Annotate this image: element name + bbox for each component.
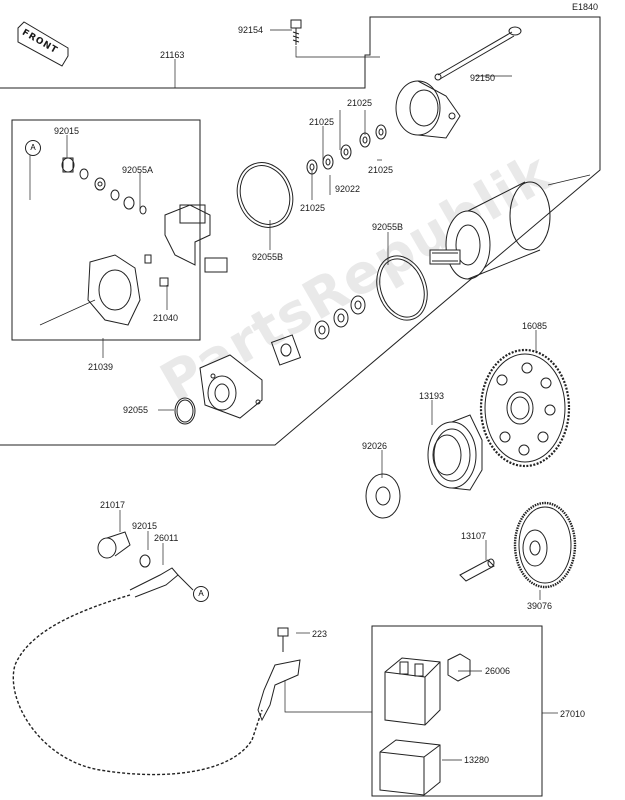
bolt-223 xyxy=(277,627,289,652)
part-label-21025-b[interactable]: 21025 xyxy=(309,117,335,127)
part-label-26006[interactable]: 26006 xyxy=(485,666,511,676)
brush-holder xyxy=(61,157,228,326)
battery-cable xyxy=(12,594,263,776)
clutch-13193 xyxy=(427,414,483,491)
relay-box-27010 xyxy=(371,625,543,797)
motor-yoke xyxy=(429,181,551,280)
ref-marker-a-bottom: A xyxy=(193,586,209,602)
gear-39076 xyxy=(513,501,577,589)
part-label-21163[interactable]: 21163 xyxy=(160,50,185,60)
o-ring-92055b-right xyxy=(376,255,428,321)
part-label-92022[interactable]: 92022 xyxy=(335,184,361,194)
part-label-92154[interactable]: 92154 xyxy=(238,25,264,35)
part-label-21040[interactable]: 21040 xyxy=(153,313,179,323)
brush-subbox-21039 xyxy=(11,119,201,341)
assembly-frame-21163 xyxy=(0,16,601,446)
part-label-21025-c[interactable]: 21025 xyxy=(368,165,394,175)
o-ring-92055 xyxy=(174,397,196,425)
relay-cover-13280 xyxy=(379,739,441,796)
through-bolt-92150 xyxy=(434,26,522,81)
part-label-13107[interactable]: 13107 xyxy=(461,531,487,541)
part-label-27010[interactable]: 27010 xyxy=(560,709,586,719)
lead-wire-parts xyxy=(97,531,194,598)
part-label-39076[interactable]: 39076 xyxy=(527,601,553,611)
part-label-13280[interactable]: 13280 xyxy=(464,755,490,765)
part-label-92055b-right[interactable]: 92055B xyxy=(372,222,404,232)
part-label-92026[interactable]: 92026 xyxy=(362,441,388,451)
part-label-92055[interactable]: 92055 xyxy=(123,405,149,415)
plate-washer xyxy=(270,334,302,366)
part-label-92055a[interactable]: 92055A xyxy=(122,165,154,175)
front-direction-icon: FRONT xyxy=(16,20,74,70)
part-label-13193[interactable]: 13193 xyxy=(419,391,445,401)
pin-13107 xyxy=(459,558,495,582)
part-label-21039[interactable]: 21039 xyxy=(88,362,114,372)
diagram-code: E1840 xyxy=(572,2,599,12)
part-label-21017[interactable]: 21017 xyxy=(100,500,126,510)
o-ring-92055b-left xyxy=(236,162,294,228)
part-label-16085[interactable]: 16085 xyxy=(522,321,548,331)
gear-16085 xyxy=(479,348,571,468)
part-label-21025-d[interactable]: 21025 xyxy=(300,203,326,213)
part-label-223[interactable]: 223 xyxy=(312,629,328,639)
washer-stack-center xyxy=(314,295,366,340)
fuse-26006 xyxy=(447,653,471,682)
bolt-92154 xyxy=(290,19,302,45)
rear-cover xyxy=(395,80,461,139)
ref-marker-a-top: A xyxy=(25,140,41,156)
starter-relay xyxy=(384,657,441,726)
part-label-92055b-left[interactable]: 92055B xyxy=(252,252,284,262)
front-cover xyxy=(199,354,263,419)
washer-92026 xyxy=(365,473,401,519)
terminal-bracket xyxy=(257,659,301,722)
part-label-26011[interactable]: 26011 xyxy=(154,533,179,543)
part-label-92015-b[interactable]: 92015 xyxy=(132,521,158,531)
part-label-92150[interactable]: 92150 xyxy=(470,73,496,83)
part-label-92015-a[interactable]: 92015 xyxy=(54,126,80,136)
part-label-21025-a[interactable]: 21025 xyxy=(347,98,373,108)
washer-stack-top xyxy=(306,124,387,175)
